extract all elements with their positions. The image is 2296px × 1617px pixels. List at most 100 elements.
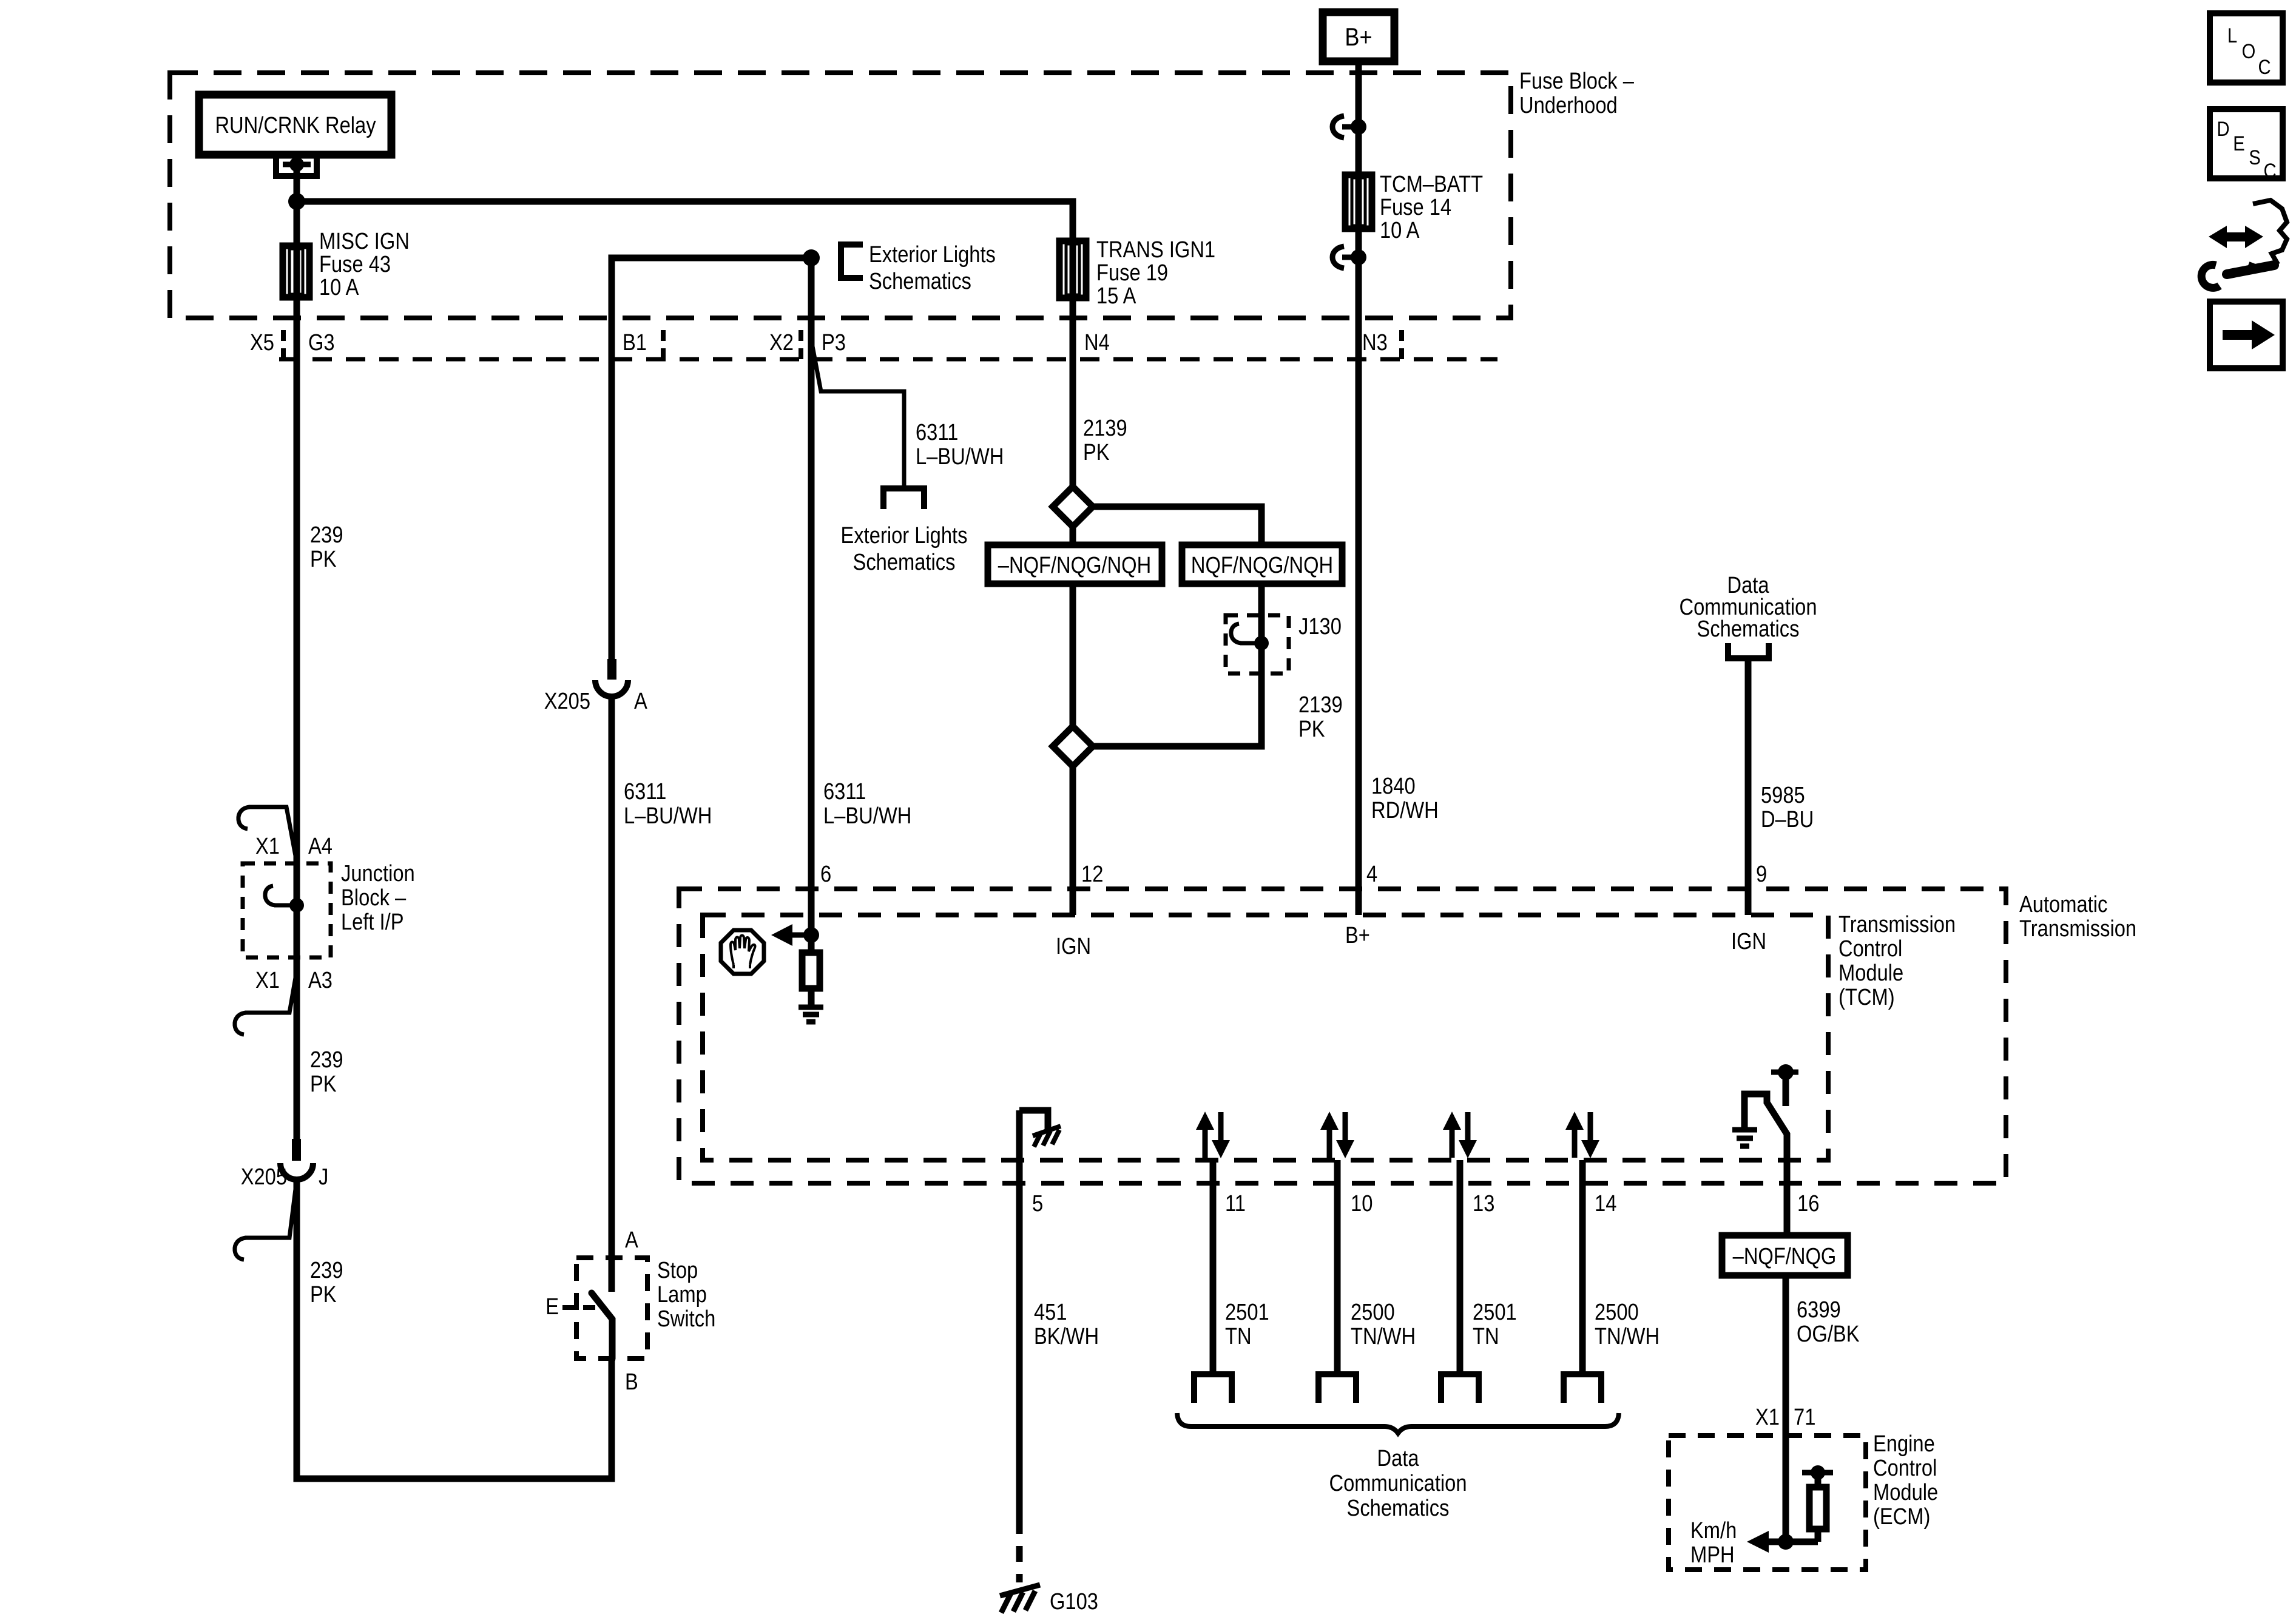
sidebar-icons: L O C D E S C <box>2197 10 2290 371</box>
wire-label: 239 <box>310 1258 343 1283</box>
fuse-id: Fuse 43 <box>319 252 391 277</box>
ecm-label: Module <box>1873 1480 1938 1505</box>
wire-239-lower <box>293 1180 615 1482</box>
wire-label: TN/WH <box>1351 1324 1416 1349</box>
circuit-2139-pk: 2139 PK –NQF/NQG/NQH NQF/NQG/NQH J130 21… <box>984 298 1346 915</box>
circuit-6311-tcm: Exterior Lights Schematics 6311 L–BU/WH … <box>808 241 1004 953</box>
offpage-terminal <box>1561 1371 1604 1403</box>
inline-connector-curl <box>232 1235 247 1262</box>
wire-label: 239 <box>310 1047 343 1073</box>
splice-pack-j130: J130 <box>1223 613 1342 676</box>
tcm-vss-output: 16 –NQF/NQG 6399 OG/BK X1 71 <box>1718 1064 1860 1542</box>
tcm-box <box>700 913 1831 1163</box>
offpage-terminal <box>1191 1371 1235 1403</box>
connector-label-x2: X2 <box>769 330 794 356</box>
pin-label-j: J <box>319 1164 328 1190</box>
connector-label-x205: X205 <box>241 1164 287 1190</box>
bidirectional-arrows <box>1196 1112 1599 1158</box>
circuit-239-pk: 239 PK X1 A4 Junction Block – Left I/P X… <box>232 297 615 1482</box>
fuse-block-wiring <box>288 61 1362 915</box>
chassis-ground-tick <box>1010 1590 1026 1613</box>
pin-number: 16 <box>1797 1191 1819 1217</box>
offpage-label: Data <box>1377 1446 1420 1471</box>
wire-label: PK <box>1298 717 1325 742</box>
fuse-block-label: Underhood <box>1519 93 1618 118</box>
pin-label-a4: A4 <box>308 834 333 859</box>
wrench-handle <box>2222 260 2279 279</box>
offpage-label: Communication <box>1680 595 1817 620</box>
chassis-ground-tick <box>1032 1131 1044 1148</box>
junction-block-label: Left I/P <box>341 910 404 935</box>
g103-ground-symbol <box>998 1582 1041 1615</box>
tcm-top-pins: 6 12 4 9 IGN B+ IGN <box>820 862 1767 959</box>
connector-label-g3: G3 <box>308 330 335 356</box>
wire-label: BK/WH <box>1034 1324 1099 1349</box>
wire-option-link-bottom <box>1093 673 1265 750</box>
ground-symbol <box>1732 1127 1757 1149</box>
loc-box[interactable] <box>2207 10 2286 86</box>
inline-connector-curl <box>232 1010 247 1037</box>
desc-button[interactable]: D E S C <box>2207 106 2286 183</box>
pin-number: 6 <box>820 862 831 887</box>
wire-option-link-top <box>1093 503 1265 545</box>
wire-b1-feed <box>608 254 811 659</box>
connector-label-n3: N3 <box>1362 330 1388 356</box>
pin-number-71: 71 <box>1794 1405 1815 1430</box>
wire-label: PK <box>310 1072 337 1097</box>
loc-letter: L <box>2227 24 2237 47</box>
chassis-ground-tick <box>998 1592 1014 1615</box>
pin-label-b: B <box>625 1369 638 1395</box>
tcm-serial-data-pins: 11 10 13 14 2501 TN 2500 TN/WH 2501 TN 2… <box>1175 1112 1660 1521</box>
bus-tap-dot <box>1351 119 1366 135</box>
desc-letter: E <box>2233 132 2245 155</box>
down-arrow-head <box>1581 1140 1599 1158</box>
automatic-transmission-label: Transmission <box>2019 916 2136 942</box>
offpage-label: Schematics <box>853 550 956 575</box>
pin-function-ign: IGN <box>1056 934 1091 959</box>
inline-connector-curl <box>236 805 251 831</box>
wire-label: PK <box>310 1282 337 1308</box>
pin-label-a: A <box>625 1227 638 1253</box>
wire-label: PK <box>310 547 337 572</box>
wire-label: RD/WH <box>1371 798 1439 823</box>
connector-label-x205: X205 <box>544 689 590 714</box>
fuse-id: Fuse 19 <box>1096 260 1168 286</box>
wire-label: 6399 <box>1797 1297 1841 1323</box>
offpage-label: Exterior Lights <box>869 242 996 268</box>
option-box-neg-nqf <box>984 541 1166 587</box>
connector-label-x1: X1 <box>255 834 280 859</box>
up-arrow-head <box>1320 1112 1339 1130</box>
next-arrow-head <box>2252 320 2275 349</box>
junction-dot <box>803 927 819 943</box>
connector-label-n4: N4 <box>1084 330 1110 356</box>
stop-lamp-switch-label: Stop <box>657 1258 698 1283</box>
fuse-block-box <box>167 70 1513 320</box>
arrow-head <box>771 924 792 946</box>
desc-box[interactable] <box>2207 106 2286 181</box>
automatic-transmission: Automatic Transmission Transmission Cont… <box>677 886 2136 1186</box>
ecm-box <box>1666 1433 1868 1572</box>
wire-label: OG/BK <box>1797 1322 1860 1347</box>
ecm-label: (ECM) <box>1873 1504 1930 1530</box>
wire-label: 2501 <box>1225 1300 1269 1325</box>
j130-tap-curl <box>1229 621 1242 646</box>
loc-button[interactable]: L O C <box>2207 10 2286 86</box>
next-page-button[interactable] <box>2207 299 2286 371</box>
junction-dot <box>1254 636 1269 650</box>
junction-block-curl <box>263 883 276 908</box>
offpage-bracket-up <box>1725 643 1772 661</box>
repair-instructions-icon[interactable] <box>2197 197 2290 292</box>
chassis-ground-tick <box>1022 1589 1038 1612</box>
fuse-block-label: Fuse Block – <box>1519 69 1635 94</box>
option-label: –NQF/NQG/NQH <box>998 553 1151 578</box>
ground-label-g103: G103 <box>1050 1589 1098 1615</box>
fuse-block-connector-row: X5 G3 B1 X2 P3 N4 N3 <box>250 330 1497 362</box>
automatic-transmission-label: Automatic <box>2019 892 2107 917</box>
offpage-label: Exterior Lights <box>841 523 968 549</box>
tcm-label: Control <box>1838 936 1902 962</box>
fuse-id: Fuse 14 <box>1380 195 1451 220</box>
fuse-trans-ign1: TRANS IGN1 Fuse 19 15 A <box>1056 237 1215 309</box>
offpage-label: Schematics <box>869 269 971 294</box>
hand-wrist <box>732 965 751 968</box>
